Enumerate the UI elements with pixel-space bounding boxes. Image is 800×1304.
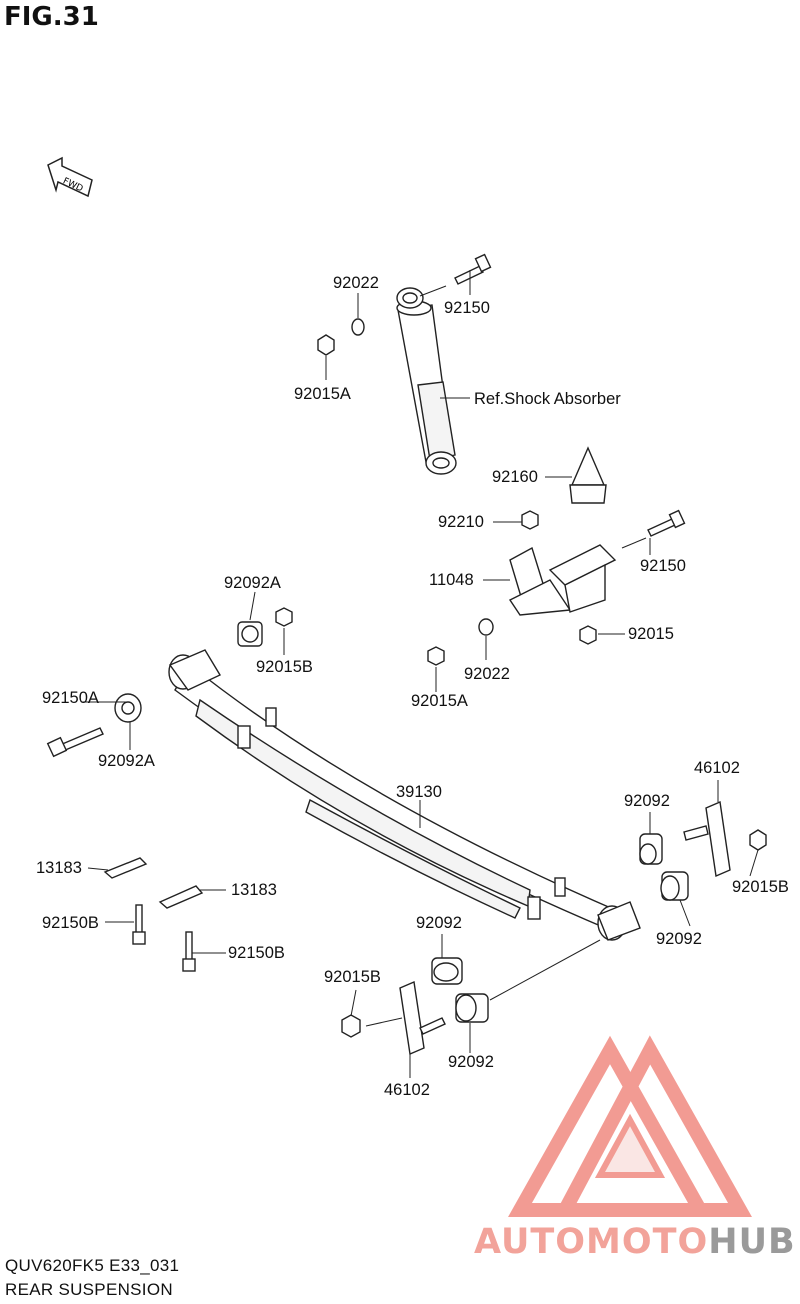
label-39130: 39130 — [396, 783, 442, 801]
label-92150-top: 92150 — [444, 299, 490, 317]
label-92015b-right: 92015B — [732, 878, 789, 896]
watermark-part2: HUB — [708, 1222, 796, 1262]
shackle-46102-bottom-icon — [399, 980, 446, 1056]
nut-92015-icon — [579, 625, 597, 645]
label-11048: 11048 — [429, 571, 474, 589]
nut-92015a-top-icon — [317, 334, 335, 356]
nut-92015b-bottom-icon — [341, 1014, 361, 1038]
bolt-92150-top-icon — [454, 253, 492, 285]
bushing-92092-bottom-icon — [455, 993, 489, 1023]
label-92160: 92160 — [492, 468, 538, 486]
bushing-92092a-left-icon — [114, 693, 142, 723]
watermark-logo-icon — [508, 1035, 752, 1217]
label-92015a-mid: 92015A — [411, 692, 468, 710]
label-46102-right: 46102 — [694, 759, 740, 777]
bushing-92092a-top-icon — [237, 621, 263, 647]
bushing-92092-right-bottom-icon — [660, 871, 689, 901]
washer-92022-top-icon — [351, 318, 365, 336]
shackle-46102-right-icon — [683, 800, 731, 878]
bump-stop-92160-icon — [569, 446, 607, 504]
bolt-92150a-icon — [46, 727, 104, 758]
nut-92210-icon — [521, 510, 539, 530]
label-46102-bottom: 46102 — [384, 1081, 430, 1099]
label-92015: 92015 — [628, 625, 674, 643]
label-92150b-left: 92150B — [42, 914, 99, 932]
label-92150-mid: 92150 — [640, 557, 686, 575]
label-92022-top: 92022 — [333, 274, 379, 292]
nut-92015b-right-icon — [749, 829, 767, 851]
label-92210: 92210 — [438, 513, 484, 531]
footer-section: REAR SUSPENSION — [5, 1280, 173, 1299]
label-13183-left: 13183 — [36, 859, 82, 877]
label-92015a-top: 92015A — [294, 385, 351, 403]
label-92022-mid: 92022 — [464, 665, 510, 683]
shock-absorber-icon — [396, 287, 457, 475]
bushing-92092-mid-icon — [431, 957, 463, 985]
bolt-92150-mid-icon — [647, 509, 686, 537]
label-92092-right-top: 92092 — [624, 792, 670, 810]
bushing-92092-right-top-icon — [639, 833, 663, 865]
plate-13183-right-icon — [158, 885, 204, 909]
label-92092-bottom: 92092 — [448, 1053, 494, 1071]
label-92092-mid: 92092 — [416, 914, 462, 932]
footer-code: QUV620FK5 E33_031 — [5, 1256, 180, 1275]
bolt-92150b-left-icon — [132, 904, 146, 945]
label-13183-right: 13183 — [231, 881, 277, 899]
label-92092a-top: 92092A — [224, 574, 281, 592]
bracket-11048-icon — [508, 544, 617, 616]
label-92150b-right: 92150B — [228, 944, 285, 962]
label-shock-ref: Ref.Shock Absorber — [474, 390, 621, 408]
label-92015b-top: 92015B — [256, 658, 313, 676]
watermark-text: AUTOMOTOHUB — [474, 1222, 796, 1262]
nut-92015b-top-icon — [275, 607, 293, 627]
bolt-92150b-right-icon — [182, 931, 196, 972]
label-92150a: 92150A — [42, 689, 99, 707]
figure-title: FIG.31 — [4, 2, 99, 32]
leader-lines — [82, 270, 759, 1078]
washer-92022-mid-icon — [478, 618, 494, 636]
label-92015b-bottom: 92015B — [324, 968, 381, 986]
nut-92015a-mid-icon — [427, 646, 445, 666]
label-92092-right-bottom: 92092 — [656, 930, 702, 948]
watermark-part1: AUTOMOTO — [474, 1222, 709, 1262]
leaf-spring-39130-icon — [168, 649, 641, 941]
label-92092a-left: 92092A — [98, 752, 155, 770]
fwd-arrow-icon: FWD — [47, 156, 93, 198]
plate-13183-left-icon — [103, 857, 148, 879]
